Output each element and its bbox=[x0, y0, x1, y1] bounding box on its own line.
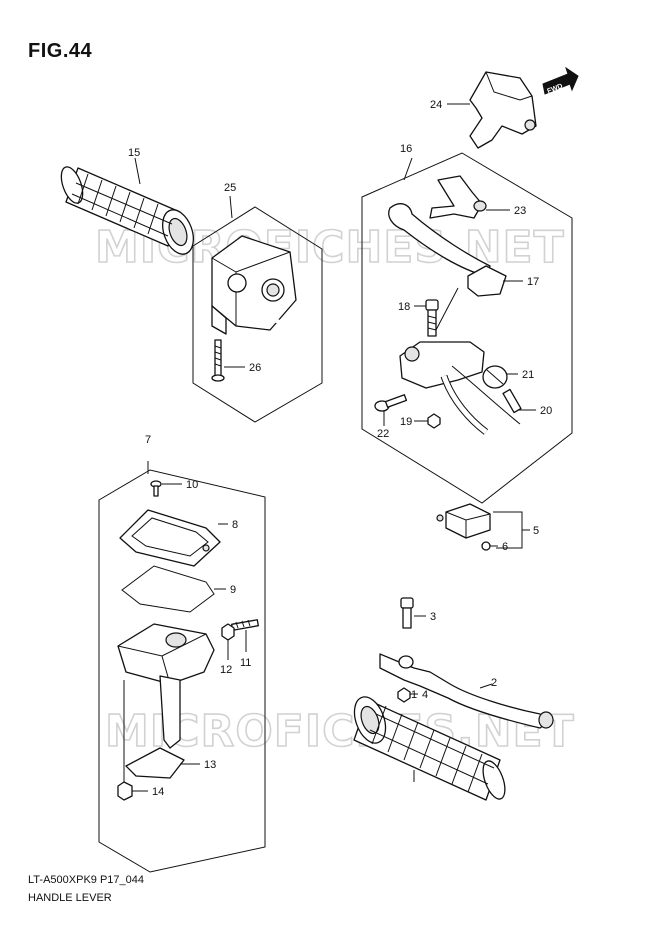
part-8-cover bbox=[119, 509, 228, 567]
part-23-bracket bbox=[429, 175, 510, 219]
group-frame-7 bbox=[98, 469, 266, 873]
part-24-cover bbox=[447, 71, 537, 149]
callout-26: 26 bbox=[249, 362, 261, 374]
part-20-screw bbox=[502, 388, 536, 414]
part-15-grip bbox=[60, 157, 194, 255]
callout-12: 12 bbox=[220, 664, 232, 676]
callout-2: 2 bbox=[491, 677, 497, 689]
callout-11: 11 bbox=[240, 657, 251, 669]
part-14-nut bbox=[117, 680, 148, 801]
part-16-body bbox=[399, 287, 521, 435]
callout-17: 17 bbox=[527, 276, 539, 288]
callout-21: 21 bbox=[522, 369, 534, 381]
callout-19: 19 bbox=[400, 416, 412, 428]
figure-name: HANDLE LEVER bbox=[28, 892, 112, 904]
callout-25: 25 bbox=[224, 182, 236, 194]
part-10-screw bbox=[150, 480, 182, 497]
callout-1: 1 bbox=[411, 689, 417, 701]
callout-22: 22 bbox=[377, 428, 389, 440]
part-26-screw bbox=[211, 339, 245, 382]
callout-24: 24 bbox=[430, 99, 442, 111]
part-25-switch bbox=[211, 195, 302, 371]
callout-23: 23 bbox=[514, 205, 526, 217]
part-18-bolt bbox=[414, 299, 439, 337]
callout-9: 9 bbox=[230, 584, 236, 596]
callout-6: 6 bbox=[502, 541, 508, 553]
callout-16: 16 bbox=[400, 143, 412, 155]
part-3-pin bbox=[400, 597, 426, 629]
callout-5: 5 bbox=[533, 525, 539, 537]
part-2-lever bbox=[379, 653, 554, 729]
part-21-cap bbox=[482, 365, 518, 389]
part-11-screw bbox=[231, 619, 259, 652]
part-12-washer bbox=[221, 623, 235, 660]
callout-20: 20 bbox=[540, 405, 552, 417]
part-4-nut bbox=[397, 687, 418, 703]
figure-code: LT-A500XPK9 P17_044 bbox=[28, 874, 144, 886]
figure-title: FIG.44 bbox=[28, 40, 93, 62]
part-6-screw bbox=[481, 541, 498, 551]
part-7-housing bbox=[117, 461, 215, 749]
callout-7: 7 bbox=[145, 434, 151, 446]
part-1-grip bbox=[353, 696, 506, 801]
part-17-holder bbox=[467, 265, 523, 297]
callout-10: 10 bbox=[186, 479, 198, 491]
part-19-nut bbox=[414, 413, 441, 429]
part-9-gasket bbox=[121, 565, 226, 613]
callout-13: 13 bbox=[204, 759, 216, 771]
group-frame-25 bbox=[192, 206, 323, 423]
part-5-switch bbox=[436, 503, 530, 549]
callout-15: 15 bbox=[128, 147, 140, 159]
callout-18: 18 bbox=[398, 301, 410, 313]
callout-3: 3 bbox=[430, 611, 436, 623]
part-13-plate bbox=[125, 747, 200, 779]
group-frame-16 bbox=[361, 152, 573, 504]
callout-4: 4 bbox=[422, 689, 428, 701]
part-22-bolt bbox=[374, 394, 408, 426]
callout-14: 14 bbox=[152, 786, 164, 798]
callout-8: 8 bbox=[232, 519, 238, 531]
fwd-arrow-icon: FWD bbox=[542, 66, 579, 95]
